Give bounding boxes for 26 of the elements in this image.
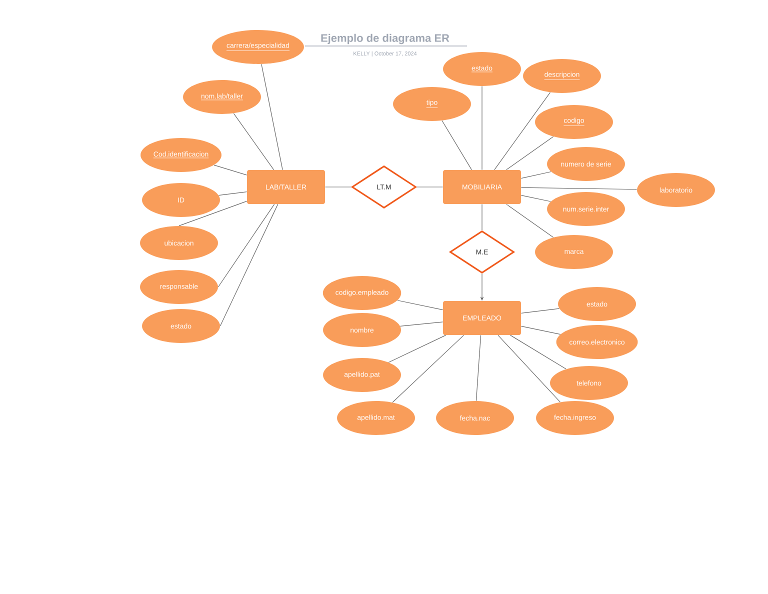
connector-line (520, 171, 552, 179)
connector-line (388, 334, 446, 363)
connector-line (476, 334, 482, 402)
connector-line (520, 308, 560, 314)
connector-line (416, 186, 444, 188)
connector-line (498, 334, 560, 402)
connector-line (178, 200, 248, 226)
connector-line (218, 204, 275, 288)
connector-line (520, 187, 638, 190)
connector-line (324, 186, 352, 188)
connector-line (218, 192, 248, 196)
connector-line (220, 204, 278, 326)
connector-line (397, 300, 444, 310)
connector-line (442, 120, 472, 170)
connector-line (400, 322, 444, 326)
connector-line (392, 334, 464, 403)
connector-line (520, 326, 561, 335)
connector-line (494, 92, 550, 170)
connector-line (510, 334, 566, 370)
connector-line (506, 136, 554, 170)
connector-line (520, 194, 551, 202)
connector-line (506, 204, 554, 238)
connector-line (261, 64, 283, 170)
connector-line (214, 164, 248, 176)
connector-line (233, 113, 274, 170)
title: Ejemplo de diagrama ER (321, 34, 450, 44)
